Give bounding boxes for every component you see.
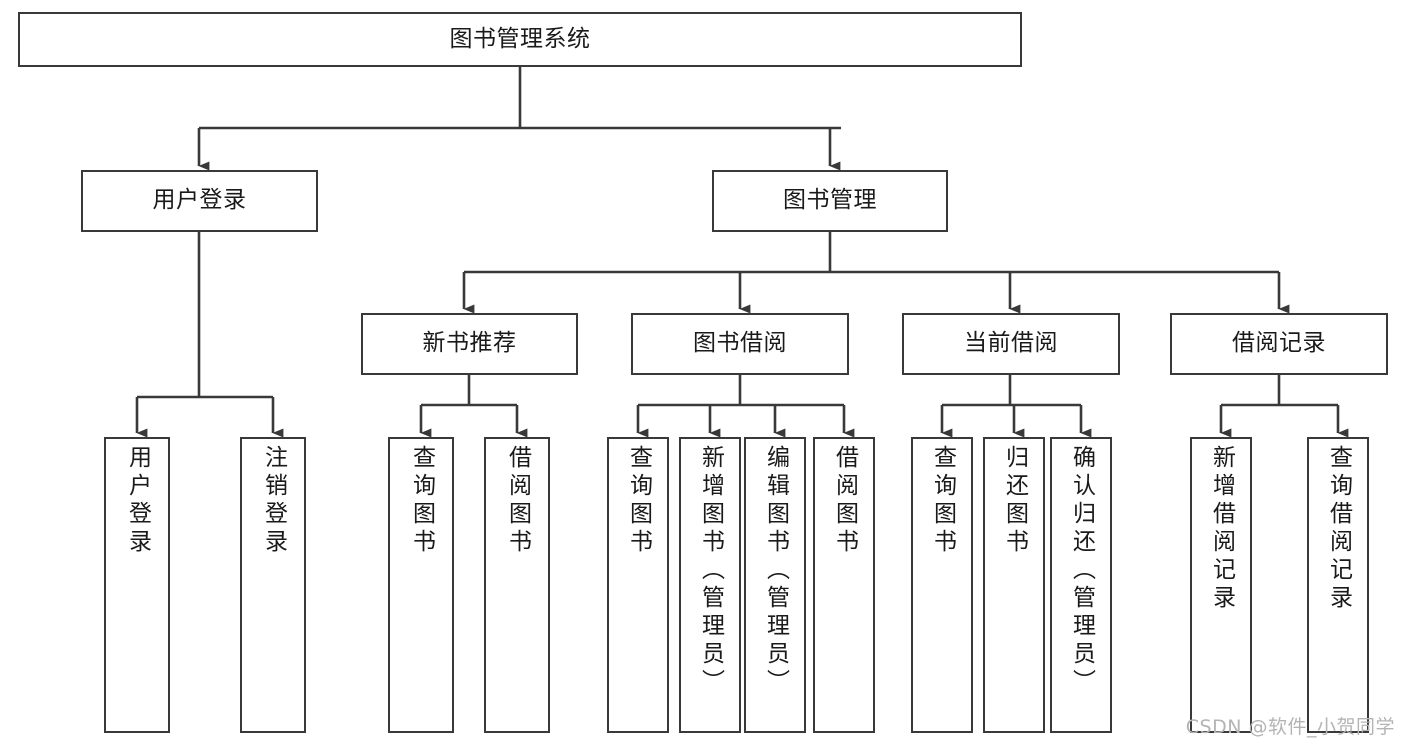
leaf-borrow-query-book-label: 查询图书	[625, 445, 652, 557]
node-current-borrow[interactable]: 当前借阅	[902, 313, 1120, 375]
node-book-management-label: 图书管理	[783, 187, 877, 214]
leaf-borrow-query-book[interactable]: 查询图书	[607, 437, 669, 733]
leaf-user-login[interactable]: 用户登录	[104, 437, 170, 733]
leaf-borrow-add-book-admin-label: 新增图书（管理员）	[697, 445, 724, 697]
node-borrow-record-label: 借阅记录	[1232, 330, 1326, 357]
node-book-borrow[interactable]: 图书借阅	[631, 313, 849, 375]
leaf-current-return-book[interactable]: 归还图书	[983, 437, 1045, 733]
leaf-record-query-record-label: 查询借阅记录	[1325, 445, 1352, 613]
node-root[interactable]: 图书管理系统	[18, 12, 1022, 67]
node-new-book-recommend-label: 新书推荐	[422, 330, 517, 357]
node-user-login-label: 用户登录	[152, 187, 247, 214]
csdn-watermark: CSDN @软件_小贺同学	[1185, 716, 1395, 738]
leaf-borrow-edit-book-admin-label: 编辑图书（管理员）	[762, 445, 789, 697]
leaf-current-query-book-label: 查询图书	[929, 445, 956, 557]
leaf-newbook-query-book[interactable]: 查询图书	[388, 437, 454, 733]
leaf-borrow-lend-book-label: 借阅图书	[831, 445, 858, 557]
leaf-borrow-lend-book[interactable]: 借阅图书	[813, 437, 875, 733]
leaf-user-login-label: 用户登录	[124, 445, 151, 557]
leaf-current-query-book[interactable]: 查询图书	[911, 437, 973, 733]
node-book-management[interactable]: 图书管理	[712, 170, 948, 232]
leaf-record-add-record[interactable]: 新增借阅记录	[1190, 437, 1252, 733]
leaf-borrow-add-book-admin[interactable]: 新增图书（管理员）	[679, 437, 741, 733]
leaf-record-add-record-label: 新增借阅记录	[1208, 445, 1235, 613]
leaf-record-query-record[interactable]: 查询借阅记录	[1307, 437, 1369, 733]
leaf-user-logout[interactable]: 注销登录	[240, 437, 306, 733]
leaf-newbook-borrow-book-label: 借阅图书	[504, 445, 531, 557]
node-new-book-recommend[interactable]: 新书推荐	[361, 313, 578, 375]
node-borrow-record[interactable]: 借阅记录	[1170, 313, 1388, 375]
leaf-borrow-edit-book-admin[interactable]: 编辑图书（管理员）	[744, 437, 806, 733]
leaf-current-confirm-return-admin[interactable]: 确认归还（管理员）	[1050, 437, 1112, 733]
node-user-login[interactable]: 用户登录	[81, 170, 318, 232]
leaf-current-return-book-label: 归还图书	[1001, 445, 1028, 557]
leaf-newbook-query-book-label: 查询图书	[408, 445, 435, 557]
node-root-label: 图书管理系统	[449, 25, 591, 52]
leaf-current-confirm-return-admin-label: 确认归还（管理员）	[1068, 445, 1095, 697]
node-book-borrow-label: 图书借阅	[693, 330, 787, 357]
node-current-borrow-label: 当前借阅	[964, 330, 1058, 357]
leaf-newbook-borrow-book[interactable]: 借阅图书	[484, 437, 550, 733]
leaf-user-logout-label: 注销登录	[260, 445, 287, 557]
